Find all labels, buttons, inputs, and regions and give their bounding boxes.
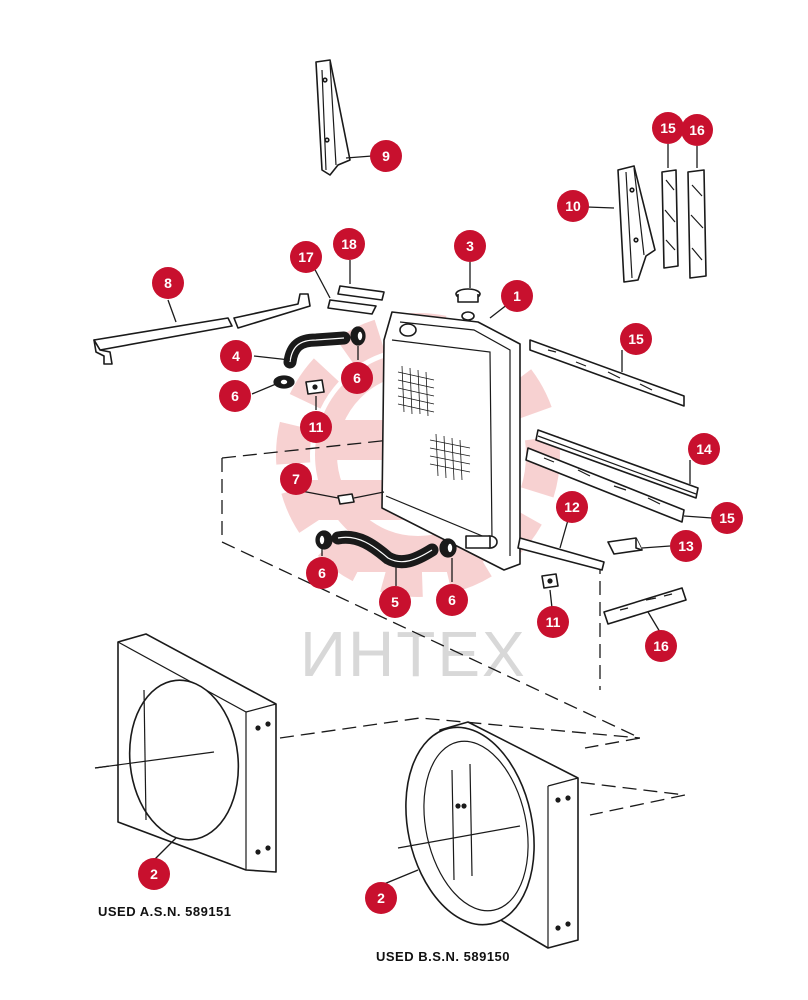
fan-shroud-bsn-part (397, 721, 579, 949)
upper-hose-part (283, 331, 351, 369)
caption-bsn: USED B.S.N. 589150 (376, 949, 511, 964)
svg-text:11: 11 (309, 419, 324, 435)
callout-6[interactable]: 6 (436, 584, 468, 616)
svg-text:1: 1 (513, 288, 521, 304)
right-side-support-part (617, 165, 656, 283)
svg-text:14: 14 (696, 441, 712, 457)
callout-2[interactable]: 2 (365, 882, 397, 914)
svg-text:6: 6 (448, 592, 456, 608)
svg-text:16: 16 (689, 122, 705, 138)
svg-text:6: 6 (353, 370, 361, 386)
fan-shroud-asn-part (94, 633, 277, 873)
caption-asn: USED A.S.N. 589151 (98, 904, 232, 919)
top-brace-rod-part (93, 293, 311, 365)
svg-text:6: 6 (231, 388, 239, 404)
svg-text:18: 18 (341, 236, 357, 252)
lower-hose-part (315, 530, 457, 569)
seal-block-horizontal-part (603, 587, 687, 625)
svg-text:10: 10 (565, 198, 581, 214)
callouts: 1 2 2 3 4 5 6 6 6 6 7 8 9 10 11 11 12 13… (138, 112, 743, 914)
callout-11[interactable]: 11 (300, 411, 332, 443)
pad-part (337, 285, 385, 301)
svg-text:8: 8 (164, 275, 172, 291)
callout-14[interactable]: 14 (688, 433, 720, 465)
left-side-support-part (315, 59, 351, 176)
bottom-support-bar-part (517, 537, 605, 571)
svg-text:4: 4 (232, 348, 240, 364)
callout-15[interactable]: 15 (652, 112, 684, 144)
callout-7[interactable]: 7 (280, 463, 312, 495)
callout-8[interactable]: 8 (152, 267, 184, 299)
bracket-part (607, 537, 643, 555)
svg-text:11: 11 (546, 614, 561, 630)
seal-strip-lower-part (525, 447, 685, 523)
seal-block-vertical-15 (661, 169, 679, 269)
radiator-core-mesh (397, 365, 471, 481)
callout-10[interactable]: 10 (557, 190, 589, 222)
svg-text:9: 9 (382, 148, 390, 164)
svg-text:2: 2 (150, 866, 158, 882)
svg-text:3: 3 (466, 238, 474, 254)
svg-text:15: 15 (628, 331, 644, 347)
seal-block-vertical-16 (687, 169, 707, 279)
svg-text:2: 2 (377, 890, 385, 906)
mounting-clip-part (305, 379, 559, 589)
svg-text:13: 13 (678, 538, 694, 554)
svg-text:7: 7 (292, 471, 300, 487)
callout-11[interactable]: 11 (537, 606, 569, 638)
callout-6[interactable]: 6 (219, 380, 251, 412)
angle-channel-part (535, 429, 699, 499)
callout-3[interactable]: 3 (454, 230, 486, 262)
drain-cock-part (337, 491, 385, 505)
svg-text:12: 12 (564, 499, 580, 515)
callout-4[interactable]: 4 (220, 340, 252, 372)
svg-text:6: 6 (318, 565, 326, 581)
radiator-part (381, 311, 521, 571)
callout-1[interactable]: 1 (501, 280, 533, 312)
watermark-text: ИНТЕХ (300, 618, 527, 690)
callout-15[interactable]: 15 (711, 502, 743, 534)
callout-6[interactable]: 6 (341, 362, 373, 394)
svg-text:15: 15 (719, 510, 735, 526)
svg-text:17: 17 (298, 249, 314, 265)
callout-15[interactable]: 15 (620, 323, 652, 355)
callout-16[interactable]: 16 (645, 630, 677, 662)
callout-2[interactable]: 2 (138, 858, 170, 890)
seal-strip-upper-part (529, 339, 685, 407)
callout-18[interactable]: 18 (333, 228, 365, 260)
spacer-plate-part (327, 299, 377, 315)
callout-16[interactable]: 16 (681, 114, 713, 146)
callout-12[interactable]: 12 (556, 491, 588, 523)
callout-6[interactable]: 6 (306, 557, 338, 589)
callout-9[interactable]: 9 (370, 140, 402, 172)
callout-13[interactable]: 13 (670, 530, 702, 562)
svg-text:5: 5 (391, 594, 399, 610)
hose-clamp-part (273, 326, 366, 389)
callout-17[interactable]: 17 (290, 241, 322, 273)
svg-text:16: 16 (653, 638, 669, 654)
callout-5[interactable]: 5 (379, 586, 411, 618)
svg-text:15: 15 (660, 120, 676, 136)
radiator-cap-part (455, 288, 481, 321)
